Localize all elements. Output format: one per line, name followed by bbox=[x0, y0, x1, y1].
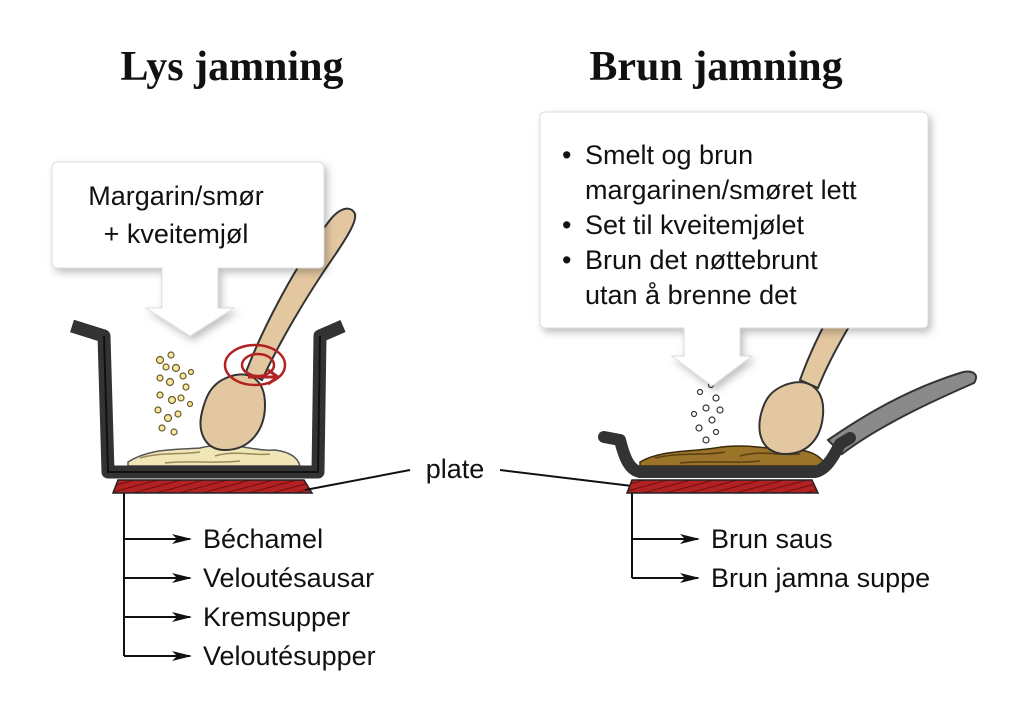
pan-handle bbox=[826, 370, 978, 456]
left-title: Lys jamning bbox=[121, 44, 344, 90]
left-speech-bubble: Margarin/smør + kveitemjøl bbox=[51, 161, 325, 337]
right-output-1: Brun saus bbox=[711, 524, 833, 554]
right-plate bbox=[625, 479, 820, 494]
right-title: Brun jamning bbox=[589, 44, 842, 90]
left-bubble-line-1: Margarin/smør bbox=[88, 181, 264, 211]
right-bubble-line-4: Brun det nøttebrunt bbox=[585, 245, 818, 275]
left-output-2: Veloutésausar bbox=[203, 563, 374, 593]
right-outputs: Brun saus Brun jamna suppe bbox=[631, 493, 930, 593]
left-outputs: Béchamel Veloutésausar Kremsupper Velout… bbox=[123, 493, 376, 671]
right-bullet-4: • bbox=[562, 245, 571, 275]
pan-body bbox=[598, 431, 856, 478]
light-roux bbox=[127, 444, 301, 467]
plate-callout: plate bbox=[304, 454, 633, 491]
right-output-2: Brun jamna suppe bbox=[711, 563, 930, 593]
right-bubble-line-2: margarinen/smøret lett bbox=[585, 175, 857, 205]
left-flour-particles bbox=[154, 351, 195, 436]
right-pan bbox=[598, 370, 978, 478]
right-bubble-list: • Smelt og brun margarinen/smøret lett •… bbox=[562, 140, 857, 310]
right-bullet-1: • bbox=[562, 140, 571, 170]
right-bubble-line-3: Set til kveitemjølet bbox=[585, 210, 805, 240]
left-spoon bbox=[199, 207, 357, 452]
plate-label: plate bbox=[426, 454, 485, 484]
right-speech-bubble: • Smelt og brun margarinen/smøret lett •… bbox=[539, 111, 929, 387]
stir-arrow-icon bbox=[223, 343, 287, 387]
left-output-1: Béchamel bbox=[203, 524, 323, 554]
left-output-4: Veloutésupper bbox=[203, 641, 376, 671]
right-bubble-line-5: utan å brenne det bbox=[585, 280, 797, 310]
left-output-3: Kremsupper bbox=[203, 602, 350, 632]
left-bubble-line-2: + kveitemjøl bbox=[104, 219, 249, 249]
left-plate bbox=[111, 479, 314, 494]
right-bullet-3: • bbox=[562, 210, 571, 240]
left-pot bbox=[70, 319, 346, 479]
right-bubble-line-1: Smelt og brun bbox=[585, 140, 753, 170]
